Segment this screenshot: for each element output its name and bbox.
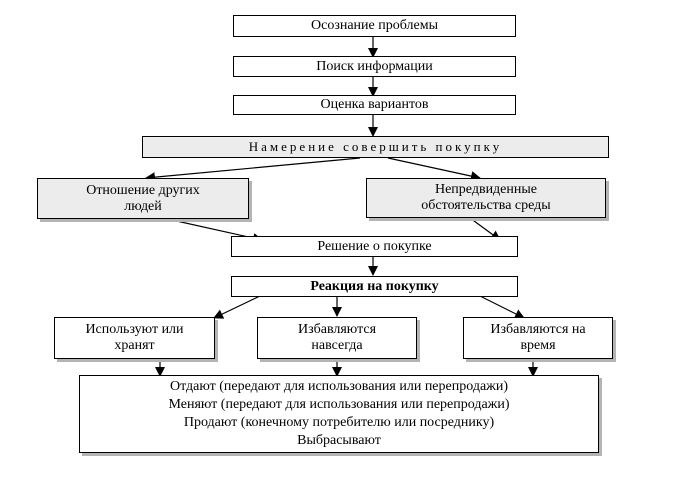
arrow-reaction-temp bbox=[479, 295, 525, 319]
node-use-or-keep: Используют или хранят bbox=[54, 317, 215, 359]
node-decision-label: Решение о покупке bbox=[317, 238, 432, 254]
node-evaluation-label: Оценка вариантов bbox=[320, 97, 429, 112]
node-dispose-temp-label: Избавляются на время bbox=[490, 322, 586, 353]
node-dispose-forever-label: Избавляются навсегда bbox=[297, 322, 377, 353]
node-evaluation: Оценка вариантов bbox=[233, 95, 516, 115]
node-search-label: Поиск информации bbox=[316, 58, 433, 74]
node-search: Поиск информации bbox=[233, 56, 516, 77]
node-intention-label: Намерение совершить покупку bbox=[248, 139, 503, 154]
arrow-reaction-use bbox=[213, 295, 261, 319]
node-awareness: Осознание проблемы bbox=[233, 15, 516, 37]
node-reaction-label: Реакция на покупку bbox=[310, 278, 439, 294]
node-reaction: Реакция на покупку bbox=[231, 276, 518, 297]
node-outcomes: Отдают (передают для использования или п… bbox=[79, 375, 599, 453]
outcome-exchange: Меняют (передают для использования или п… bbox=[168, 397, 510, 412]
node-dispose-temp: Избавляются на время bbox=[463, 317, 613, 359]
outcome-give: Отдают (передают для использования или п… bbox=[170, 379, 508, 394]
node-unforeseen-label: Непредвиденные обстоятельства среды bbox=[421, 182, 551, 213]
outcome-discard: Выбрасывают bbox=[297, 433, 381, 448]
arrow-intention-others bbox=[145, 157, 361, 183]
node-use-or-keep-label: Используют или хранят bbox=[85, 322, 184, 353]
arrow-intention-unforeseen bbox=[387, 157, 481, 181]
node-others-attitude-label: Отношение других людей bbox=[86, 182, 200, 214]
node-unforeseen: Непредвиденные обстоятельства среды bbox=[366, 178, 606, 218]
node-others-attitude: Отношение других людей bbox=[37, 178, 249, 219]
node-decision: Решение о покупке bbox=[231, 236, 518, 257]
node-intention: Намерение совершить покупку bbox=[142, 136, 609, 158]
node-awareness-label: Осознание проблемы bbox=[311, 18, 438, 33]
node-dispose-forever: Избавляются навсегда bbox=[257, 317, 417, 359]
outcome-sell: Продают (конечному потребителю или посре… bbox=[183, 415, 495, 430]
